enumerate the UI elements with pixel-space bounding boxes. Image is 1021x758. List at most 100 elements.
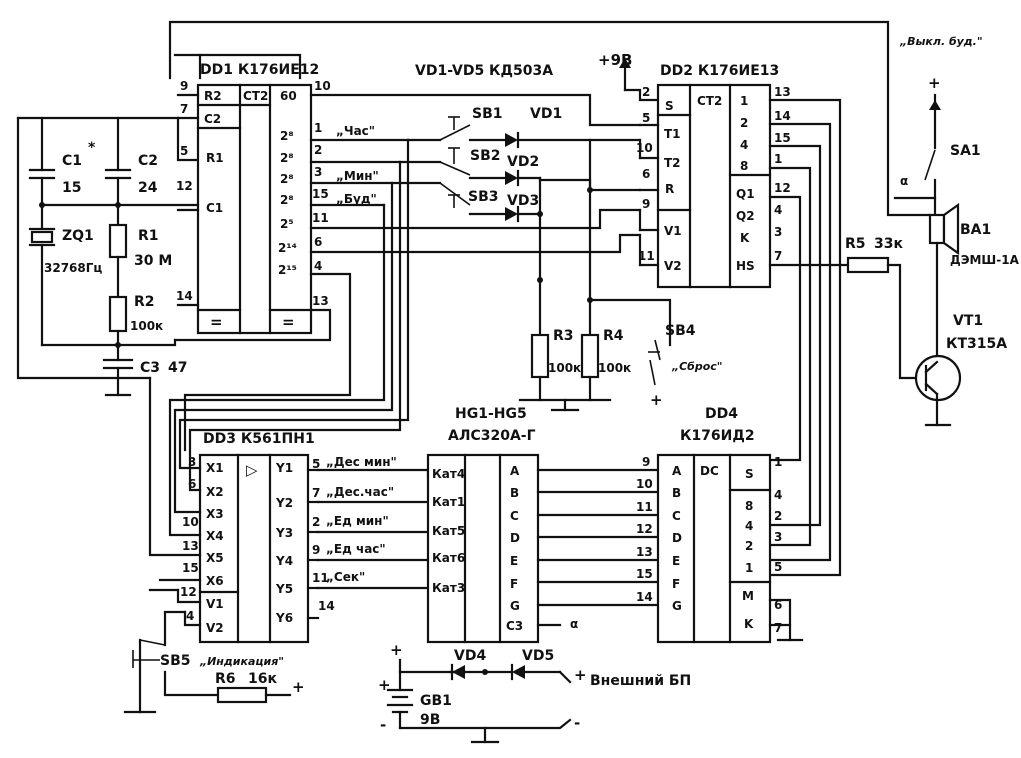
- dd1-body: [196, 83, 313, 335]
- sb5-caption: „Индикация": [199, 655, 284, 668]
- dd1-pin-3: 3: [314, 165, 322, 179]
- dd1-out-60: 60: [280, 89, 297, 103]
- dd4-body: [656, 453, 772, 644]
- dd1-out-2: 2⁸: [280, 151, 294, 165]
- hg-seg-f: F: [510, 577, 518, 591]
- r1-body: [108, 223, 128, 259]
- dd4-ctrl-1: 1: [745, 561, 753, 575]
- ba1-value: ДЭМШ-1А: [950, 253, 1020, 267]
- psu-plus-top: +: [390, 641, 403, 659]
- hg-seg-a: A: [510, 464, 520, 478]
- dd1-title: DD1 К176ИЕ12: [200, 62, 319, 78]
- dd3-pin-9: 9: [312, 543, 320, 557]
- hg-cat-6: Кат6: [432, 551, 465, 565]
- r3-label: R3: [553, 328, 574, 344]
- dd1-ct2: CT2: [243, 89, 268, 103]
- dd2-in-t2: T2: [664, 156, 681, 170]
- sb4-label: SB4: [665, 323, 696, 339]
- alarm-driver: „Выкл. буд." + SA1 α BA1 ДЭМШ-1А R5 33к …: [845, 35, 1020, 427]
- zq1-body: [30, 230, 54, 244]
- dd2-pin-6: 6: [642, 167, 650, 181]
- hg-subtitle: АЛС320А-Г: [448, 428, 536, 444]
- dd2-pin-13: 13: [774, 85, 791, 99]
- dd4-pin-12: 12: [636, 522, 653, 536]
- alpha-bottom: α: [570, 617, 578, 631]
- vd2-label: VD2: [507, 154, 539, 170]
- dd4-subtitle: К176ИД2: [680, 428, 755, 444]
- ba1-body: [928, 213, 946, 245]
- hg-title: HG1-HG5: [455, 406, 527, 422]
- sb4-caption: „Сброс": [671, 360, 723, 373]
- ext-plus: +: [574, 666, 587, 684]
- vd1-label: VD1: [530, 106, 562, 122]
- dd4-ctrl-4: 4: [745, 519, 753, 533]
- dd3-pin-4: 4: [186, 609, 194, 623]
- r1-value: 30 M: [134, 253, 172, 269]
- hg-seg-b: B: [510, 486, 519, 500]
- r3-body: [530, 333, 550, 379]
- dd4-pin-13: 13: [636, 545, 653, 559]
- hg-cat-4: Кат4: [432, 467, 465, 481]
- dd1-pin-11: 11: [312, 211, 329, 225]
- dd4-dc: DC: [700, 464, 719, 478]
- dd3-pin-11: 11: [312, 571, 329, 585]
- dd4-in-b: B: [672, 486, 681, 500]
- sb2-label: SB2: [470, 148, 501, 164]
- dd2-in-v2: V2: [664, 259, 682, 273]
- dd1-out-6: 2¹⁴: [278, 241, 297, 255]
- dd1-in-r2: R2: [204, 89, 222, 103]
- dd3-out-y2: Y2: [275, 496, 293, 510]
- dd2-out-q1: Q1: [736, 187, 755, 201]
- r6-plus: +: [292, 678, 305, 696]
- vd5-label: VD5: [522, 648, 554, 664]
- dd3-in-x5: X5: [206, 551, 224, 565]
- hg-seg-c: C: [510, 509, 519, 523]
- dd3-pin-3: 3: [188, 455, 196, 469]
- dd1-in-c1: C1: [206, 201, 223, 215]
- dd2-out-k: K: [740, 231, 750, 245]
- dd4-pin-11: 11: [636, 500, 653, 514]
- dd3-out-y1: Y1: [275, 461, 293, 475]
- c1-value: 15: [62, 180, 81, 196]
- dd3-pin-14: 14: [318, 599, 335, 613]
- sig-y2: „Дес.час": [326, 485, 394, 499]
- sb5-label: SB5: [160, 653, 191, 669]
- dd2-ct2: CT2: [697, 94, 722, 108]
- sig-hour: „Час": [336, 124, 375, 138]
- dd1-in-c2: C2: [204, 112, 221, 126]
- sa1-plus: +: [928, 74, 941, 92]
- dd4-in-d: D: [672, 531, 682, 545]
- dd2-pin-1: 1: [774, 152, 782, 166]
- dd3-pin-2: 2: [312, 515, 320, 529]
- vt1-value: КТ315А: [946, 336, 1007, 352]
- power-supply: + VD4 VD5 + Внешний БП + - GB1 9В -: [378, 641, 691, 744]
- dd2-in-t1: T1: [664, 127, 681, 141]
- dd3-pin-12: 12: [180, 585, 197, 599]
- dd2-title: DD2 К176ИЕ13: [660, 63, 779, 79]
- dd1-in-r1: R1: [206, 151, 224, 165]
- hg-cat-5: Кат5: [432, 524, 465, 538]
- dd1-out-4: 2¹⁵: [278, 263, 297, 277]
- vd3-label: VD3: [507, 193, 539, 209]
- dd4-in-c: C: [672, 509, 681, 523]
- r4-value: 100к: [598, 361, 631, 375]
- sa1-label: SA1: [950, 143, 981, 159]
- dd3-in-x3: X3: [206, 507, 224, 521]
- dd4-pin-10: 10: [636, 477, 653, 491]
- hg-cat-1: Кат1: [432, 495, 465, 509]
- dd4-pin-14: 14: [636, 590, 653, 604]
- r5-label: R5: [845, 236, 866, 252]
- dd3-buffer-icon: ▷: [246, 461, 258, 479]
- hg-seg-d: D: [510, 531, 520, 545]
- dd2-in-s: S: [665, 99, 674, 113]
- sig-y1: „Дес мин": [326, 455, 397, 469]
- r6-value: 16к: [248, 671, 277, 687]
- r1-label: R1: [138, 228, 159, 244]
- dd1-pin-13: 13: [312, 294, 329, 308]
- dd4-ctrl-s: S: [745, 467, 754, 481]
- dd3-body: [198, 453, 310, 644]
- dd3-in-v2: V2: [206, 621, 224, 635]
- r4-label: R4: [603, 328, 624, 344]
- dd1-eq-right: =: [282, 313, 295, 331]
- dd4-in-g: G: [672, 599, 682, 613]
